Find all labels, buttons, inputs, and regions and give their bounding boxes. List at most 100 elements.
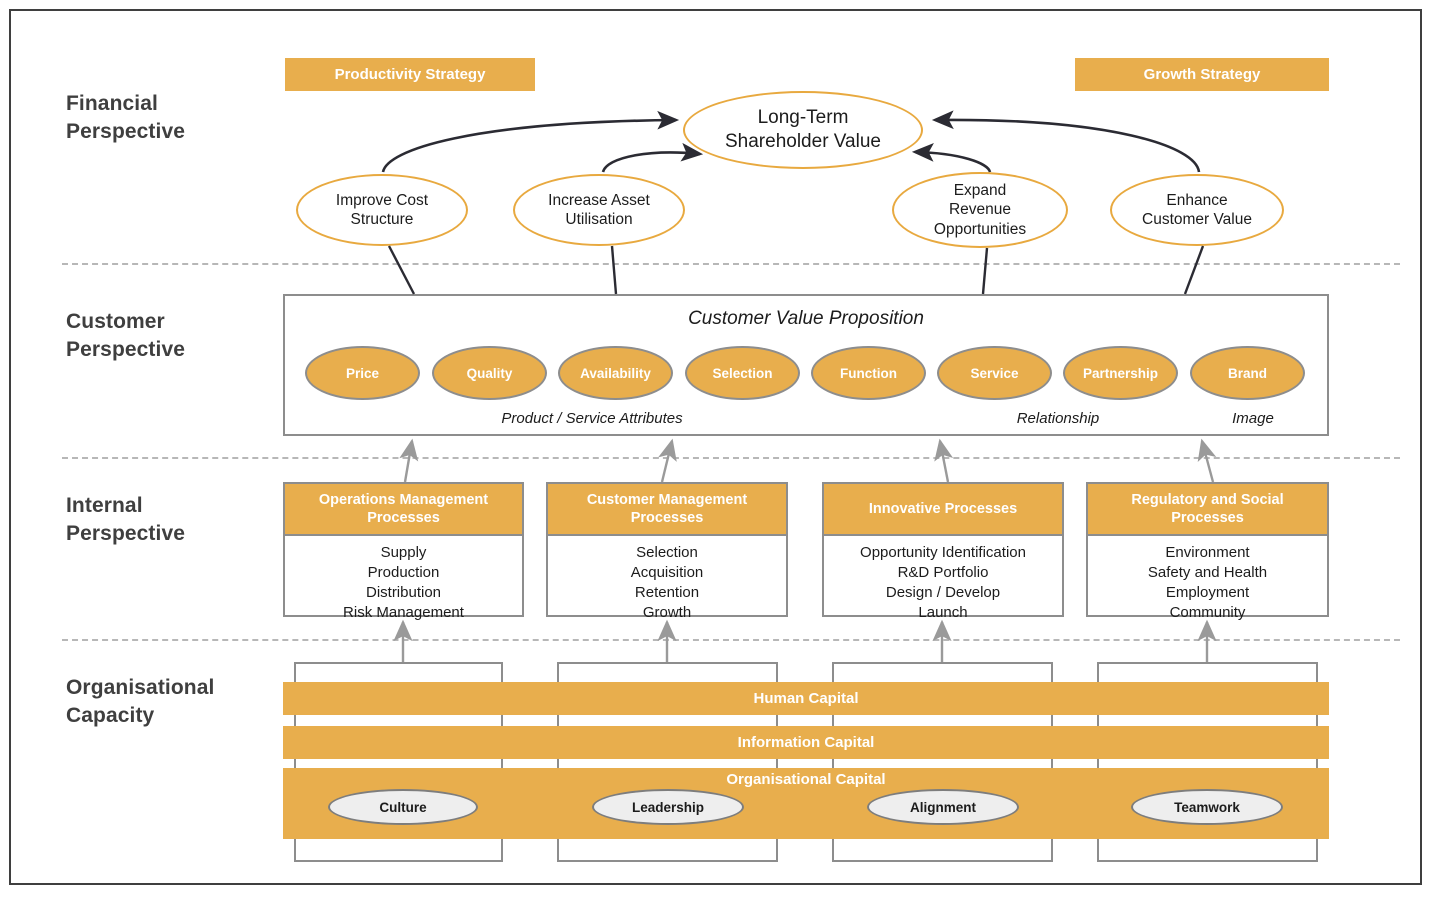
process-item: Community [1169,603,1246,621]
process-header-operations-management: Operations Management Processes [285,484,522,537]
process-item: Risk Management [343,603,464,621]
process-items-regulatory-social: Environment Safety and Health Employment… [1088,536,1327,622]
process-item: Launch [918,603,968,621]
cvp-label-price: Price [345,365,380,381]
cvp-oval-brand[interactable]: Brand [1190,346,1305,400]
objective-long-term-shareholder-value[interactable]: Long-Term Shareholder Value [683,91,923,169]
perspective-label-financial-line2: Perspective [66,120,186,144]
cvp-label-brand: Brand [1227,365,1267,381]
cvp-oval-function[interactable]: Function [811,346,926,400]
perspective-label-capacity-line1: Organisational [66,676,215,699]
cvp-oval-price[interactable]: Price [305,346,420,400]
process-header-line1: Customer Management [586,492,748,508]
perspective-label-customer: Customer Perspective [66,308,185,365]
process-item: Safety and Health [1147,564,1268,582]
improve-cost-structure-line1: Improve Cost [335,191,429,209]
enhance-customer-value-line1: Enhance [1166,191,1228,209]
divider-customer-internal [62,457,1400,459]
capacity-oval-label-teamwork: Teamwork [1174,799,1240,815]
capacity-column-box-1 [294,662,503,862]
cvp-label-selection: Selection [712,365,773,381]
productivity-strategy-label: Productivity Strategy [334,66,486,83]
perspective-label-financial-line1: Financial [66,92,158,115]
cvp-label-function: Function [840,365,897,381]
process-box-customer-management[interactable]: Customer Management Processes Selection … [546,482,788,621]
perspective-label-financial: Financial Perspective [66,90,185,147]
cvp-oval-availability[interactable]: Availability [558,346,673,400]
capacity-oval-label-culture: Culture [379,799,427,815]
process-item: Selection [636,544,698,562]
process-items-innovative: Opportunity Identification R&D Portfolio… [824,536,1062,622]
objective-improve-cost-structure[interactable]: Improve Cost Structure [296,174,468,246]
process-header-line1: Regulatory and Social [1131,492,1284,508]
process-item: Distribution [365,583,442,601]
cvp-group-label-image: Image [1232,410,1274,427]
shareholder-value-line1: Long-Term [757,107,849,129]
cvp-oval-service[interactable]: Service [937,346,1052,400]
capacity-band-human-capital[interactable]: Human Capital [283,682,1329,715]
process-header-innovative: Innovative Processes [824,484,1062,537]
process-item: Supply [380,544,427,562]
process-items-operations-management: Supply Production Distribution Risk Mana… [285,536,522,622]
capacity-oval-leadership[interactable]: Leadership [592,789,744,825]
capacity-column-box-2 [557,662,778,862]
divider-financial-customer [62,263,1400,265]
increase-asset-utilisation-line1: Increase Asset [548,191,650,209]
cvp-group-label-relationship: Relationship [1016,410,1100,427]
capacity-column-box-3 [832,662,1053,862]
expand-revenue-line2: Revenue [948,201,1012,219]
increase-asset-utilisation-line2: Utilisation [565,211,633,228]
process-header-line1: Operations Management [318,492,489,508]
cvp-oval-selection[interactable]: Selection [685,346,800,400]
expand-revenue-line3: Opportunities [933,220,1027,238]
expand-revenue-line1: Expand [953,181,1007,199]
process-item: R&D Portfolio [897,563,989,581]
divider-internal-capacity [62,639,1400,641]
capacity-band-label-organisational-capital: Organisational Capital [726,771,886,788]
objective-enhance-customer-value[interactable]: Enhance Customer Value [1110,174,1284,246]
capacity-oval-alignment[interactable]: Alignment [867,789,1019,825]
capacity-oval-culture[interactable]: Culture [328,789,478,825]
objective-increase-asset-utilisation[interactable]: Increase Asset Utilisation [513,174,685,246]
growth-strategy-tag: Growth Strategy [1075,58,1329,91]
productivity-strategy-tag: Productivity Strategy [285,58,535,91]
process-box-innovative[interactable]: Innovative Processes Opportunity Identif… [822,482,1064,621]
cvp-label-availability: Availability [580,365,651,381]
process-box-operations-management[interactable]: Operations Management Processes Supply P… [283,482,524,621]
process-header-line2: Processes [367,510,440,527]
process-item: Employment [1165,583,1250,601]
process-header-line1: Innovative Processes [868,501,1018,517]
growth-strategy-label: Growth Strategy [1143,66,1261,83]
capacity-oval-label-leadership: Leadership [631,799,705,815]
enhance-customer-value-line2: Customer Value [1142,211,1252,228]
perspective-label-internal-line1: Internal [66,494,143,517]
process-item: Environment [1165,544,1250,562]
capacity-band-label-information-capital: Information Capital [737,734,875,751]
objective-expand-revenue-opportunities[interactable]: Expand Revenue Opportunities [892,172,1068,248]
cvp-label-partnership: Partnership [1082,365,1159,381]
process-header-regulatory-social: Regulatory and Social Processes [1088,484,1327,537]
capacity-oval-label-alignment: Alignment [910,799,976,815]
cvp-group-label-product-service-attributes: Product / Service Attributes [501,410,683,427]
capacity-column-box-4 [1097,662,1318,862]
process-item: Growth [642,603,692,621]
perspective-label-internal: Internal Perspective [66,492,185,549]
cvp-oval-quality[interactable]: Quality [432,346,547,400]
cvp-label-service: Service [970,365,1019,381]
capacity-band-information-capital[interactable]: Information Capital [283,726,1329,759]
capacity-oval-teamwork[interactable]: Teamwork [1131,789,1283,825]
perspective-label-capacity-line2: Capacity [66,704,155,728]
process-items-customer-management: Selection Acquisition Retention Growth [548,536,786,622]
perspective-label-capacity: Organisational Capacity [66,674,214,731]
process-item: Opportunity Identification [860,544,1026,562]
cvp-oval-partnership[interactable]: Partnership [1063,346,1178,400]
process-header-customer-management: Customer Management Processes [548,484,786,537]
customer-value-proposition-title: Customer Value Proposition [688,308,924,329]
process-item: Production [367,564,440,582]
process-item: Design / Develop [885,583,1001,601]
process-header-line2: Processes [1171,510,1244,527]
perspective-label-customer-line1: Customer [66,310,165,333]
process-box-regulatory-social[interactable]: Regulatory and Social Processes Environm… [1086,482,1329,621]
shareholder-value-line2: Shareholder Value [725,131,881,152]
